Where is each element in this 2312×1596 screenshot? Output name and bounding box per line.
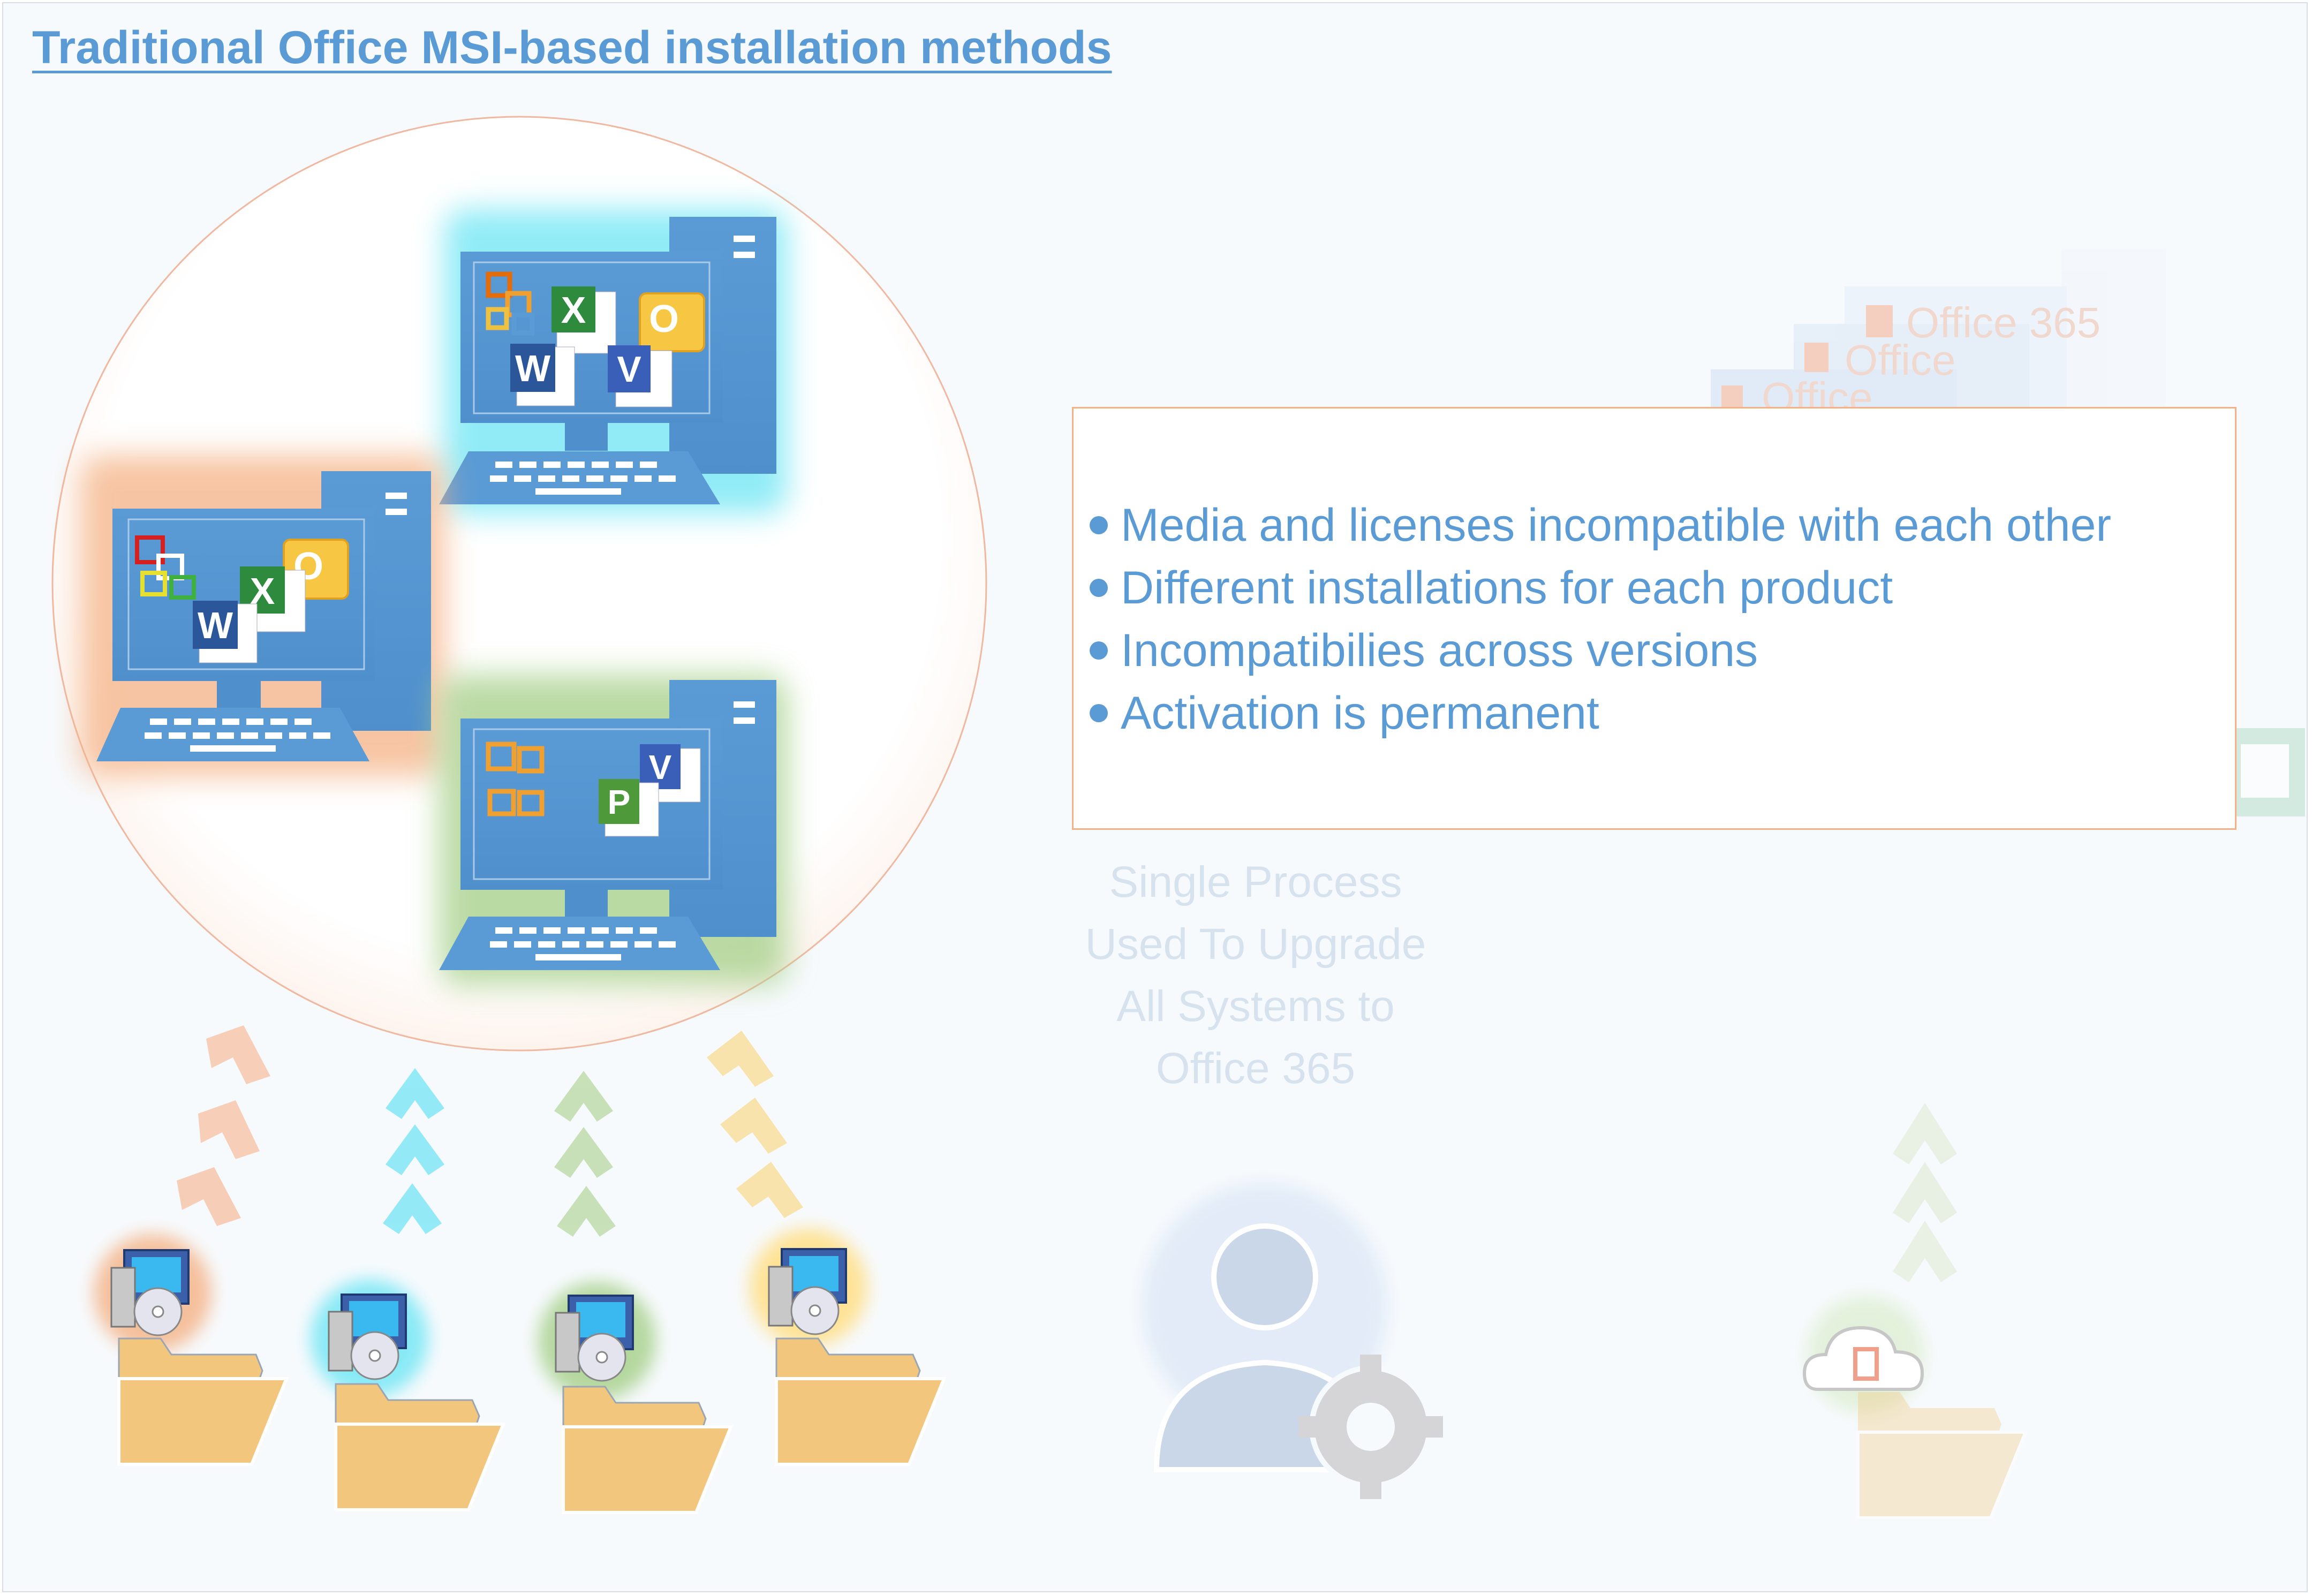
installer-green[interactable] [538,1282,656,1400]
svg-text:O: O [649,298,679,341]
faded-caption-line: All Systems to [1116,982,1395,1031]
bullet-item[interactable]: Media and licenses incompatible with eac… [1090,494,2111,557]
upload-arrow-orange [177,1025,270,1226]
folder-icon [334,1383,506,1511]
word-icon: W [193,601,258,663]
bullet-item[interactable]: Incompatibilies across versions [1090,619,2111,682]
bullet-dot-icon [1090,641,1108,660]
folder-icon [1856,1392,2028,1519]
excel-icon: X [240,566,306,632]
bullet-text: Activation is permanent [1121,687,1599,739]
installer-icon [110,1249,190,1336]
installer-icon [768,1248,847,1335]
computer-bottom[interactable]: V P [439,675,787,985]
svg-text:W: W [198,604,233,646]
folder-icon [562,1386,734,1514]
bullet-dot-icon [1090,579,1108,597]
slide-title[interactable]: Traditional Office MSI-based installatio… [32,22,1112,73]
bullet-item[interactable]: Different installations for each product [1090,557,2111,619]
upload-arrow-green [554,1071,616,1237]
folder-icon [775,1337,947,1466]
word-icon: W [510,344,575,406]
office-logo-icon [486,271,535,336]
bullet-item[interactable]: Activation is permanent [1090,682,2111,745]
computer-top[interactable]: X O W V [439,209,787,514]
office-logo-icon [135,535,196,600]
visio-icon: V [608,345,673,407]
svg-text:W: W [515,347,550,389]
faded-tile-label: Office 365 [1906,299,2101,346]
office-logo-icon [486,742,545,816]
cloud-office-icon [1802,1296,1925,1413]
faded-caption-line: Single Process [1109,858,1402,906]
computer-left[interactable]: O X W [80,455,444,776]
bullet-text: Media and licenses incompatible with eac… [1121,500,2112,551]
faded-caption-line: Used To Upgrade [1085,920,1426,969]
svg-text:P: P [608,783,631,821]
installer-yellow[interactable] [750,1229,867,1347]
bullet-text: Incompatibilies across versions [1121,625,1758,676]
svg-text:V: V [649,748,672,786]
svg-text:V: V [617,349,641,390]
faded-app-icon [2225,728,2305,816]
bullet-list: Media and licenses incompatible with eac… [1090,494,2111,745]
installer-icon [555,1295,634,1382]
excel-icon: X [551,286,616,354]
user-gear-icon [1142,1183,1443,1499]
bullet-box: Media and licenses incompatible with eac… [1072,407,2237,830]
bullet-dot-icon [1090,704,1108,723]
faded-upload-arrow [1893,1103,1957,1282]
upload-arrow-cyan [383,1068,444,1234]
faded-tile-label: Office [1845,336,1956,384]
faded-office-tiles: Office 365 Office Office [1711,249,2166,421]
faded-caption-line: Office 365 [1155,1044,1356,1093]
svg-text:X: X [561,289,586,331]
installer-icon [328,1294,407,1380]
project-icon: P [599,779,659,837]
installer-orange[interactable] [94,1234,211,1352]
outlook-icon: O [639,292,705,352]
faded-caption: Single Process Used To Upgrade All Syste… [1049,851,1462,1100]
bullet-dot-icon [1090,516,1108,535]
folder-icon [117,1337,289,1466]
installer-cyan[interactable] [311,1280,428,1397]
upload-arrow-yellow [707,1031,803,1218]
bullet-text: Different installations for each product [1121,562,1893,614]
